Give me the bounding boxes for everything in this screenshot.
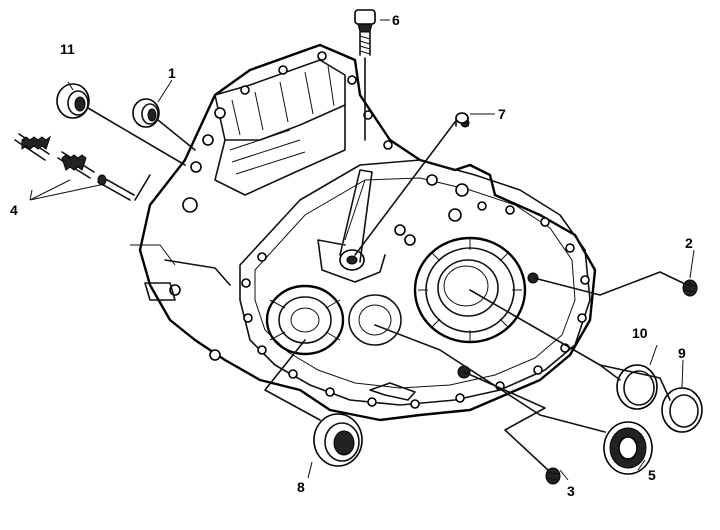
- part-10-snap-ring: [616, 364, 658, 410]
- part-4-springs: [14, 133, 135, 201]
- callout-4: 4: [10, 202, 18, 218]
- callout-5: 5: [648, 467, 656, 483]
- part-9-shim: [661, 387, 703, 433]
- part-8-oil-seal: [313, 413, 363, 467]
- shift-shaft-boss: [317, 169, 386, 283]
- transaxle-case: [130, 43, 597, 422]
- part-3-plug: [545, 467, 561, 485]
- callout-labels: 11 1 4 6 7 2 10 9 5 3 8: [10, 12, 693, 499]
- callout-1: 1: [168, 65, 176, 81]
- callout-6: 6: [392, 12, 400, 28]
- part-11-oil-seal: [56, 83, 90, 119]
- input-shaft-bore: [265, 284, 345, 356]
- part-5-bearing: [603, 421, 653, 475]
- part-2-plug: [682, 279, 698, 297]
- part-1-oil-seal: [132, 98, 160, 128]
- callout-8: 8: [297, 479, 305, 495]
- differential-bore: [413, 236, 527, 344]
- leader-lines: [29, 19, 695, 481]
- part-6-bolt: [354, 9, 376, 56]
- part-7-pin: [455, 112, 469, 127]
- callout-10: 10: [632, 325, 648, 341]
- callout-2: 2: [685, 235, 693, 251]
- output-shaft-bore: [348, 294, 402, 346]
- flange-bolt-holes: [169, 51, 590, 409]
- callout-9: 9: [678, 345, 686, 361]
- callout-3: 3: [567, 483, 575, 499]
- callout-11: 11: [60, 41, 75, 57]
- locating-holes: [448, 118, 539, 379]
- callout-7: 7: [498, 106, 506, 122]
